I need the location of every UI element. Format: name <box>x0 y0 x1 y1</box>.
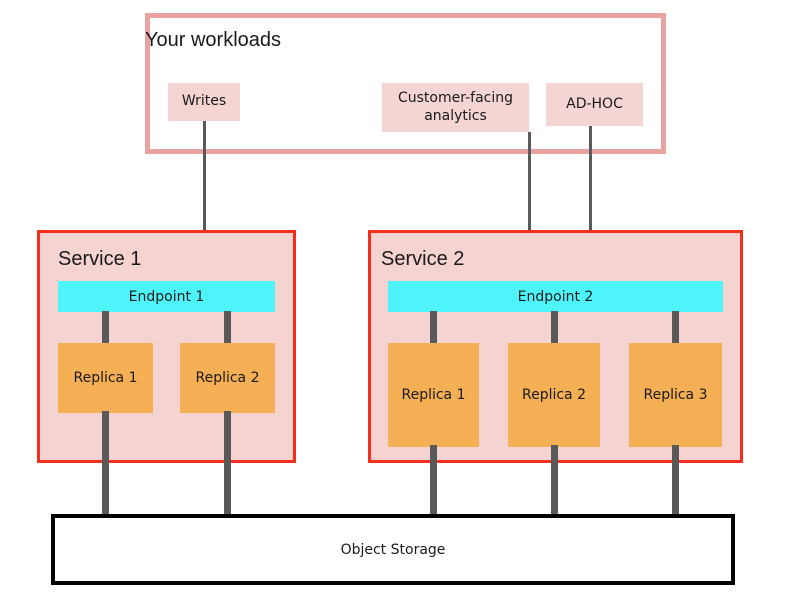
service-2-replica-3[interactable]: Replica 3 <box>629 343 722 447</box>
connector-endpoint1-replica1 <box>102 311 109 345</box>
connector-s2-replica3-storage <box>672 445 679 516</box>
service-2-replica-2[interactable]: Replica 2 <box>508 343 600 447</box>
workloads-title: Your workloads <box>145 29 282 51</box>
workload-chip-customer-facing-analytics[interactable]: Customer-facing analytics <box>382 83 529 132</box>
arrow-adhoc-to-endpoint2-shaft <box>589 126 592 265</box>
workload-chip-ad-hoc[interactable]: AD-HOC <box>546 83 643 126</box>
service-1-replica-2[interactable]: Replica 2 <box>180 343 275 413</box>
service-1-endpoint[interactable]: Endpoint 1 <box>58 281 275 312</box>
workload-chip-writes[interactable]: Writes <box>168 83 240 121</box>
arrow-writes-to-endpoint1-shaft <box>203 121 206 265</box>
connector-s2-replica2-storage <box>551 445 558 516</box>
connector-endpoint1-replica2 <box>224 311 231 345</box>
connector-endpoint2-replica2 <box>551 311 558 345</box>
connector-s2-replica1-storage <box>430 445 437 516</box>
service-2-replica-1[interactable]: Replica 1 <box>388 343 479 447</box>
service-1-replica-1[interactable]: Replica 1 <box>58 343 153 413</box>
connector-endpoint2-replica1 <box>430 311 437 345</box>
service-2-endpoint[interactable]: Endpoint 2 <box>388 281 723 312</box>
connector-s1-replica1-storage <box>102 411 109 516</box>
arrow-analytics-to-endpoint2-shaft <box>528 132 531 265</box>
service-2-title: Service 2 <box>381 248 465 270</box>
object-storage-box[interactable]: Object Storage <box>51 514 735 585</box>
service-1-title: Service 1 <box>58 248 142 270</box>
connector-s1-replica2-storage <box>224 411 231 516</box>
connector-endpoint2-replica3 <box>672 311 679 345</box>
